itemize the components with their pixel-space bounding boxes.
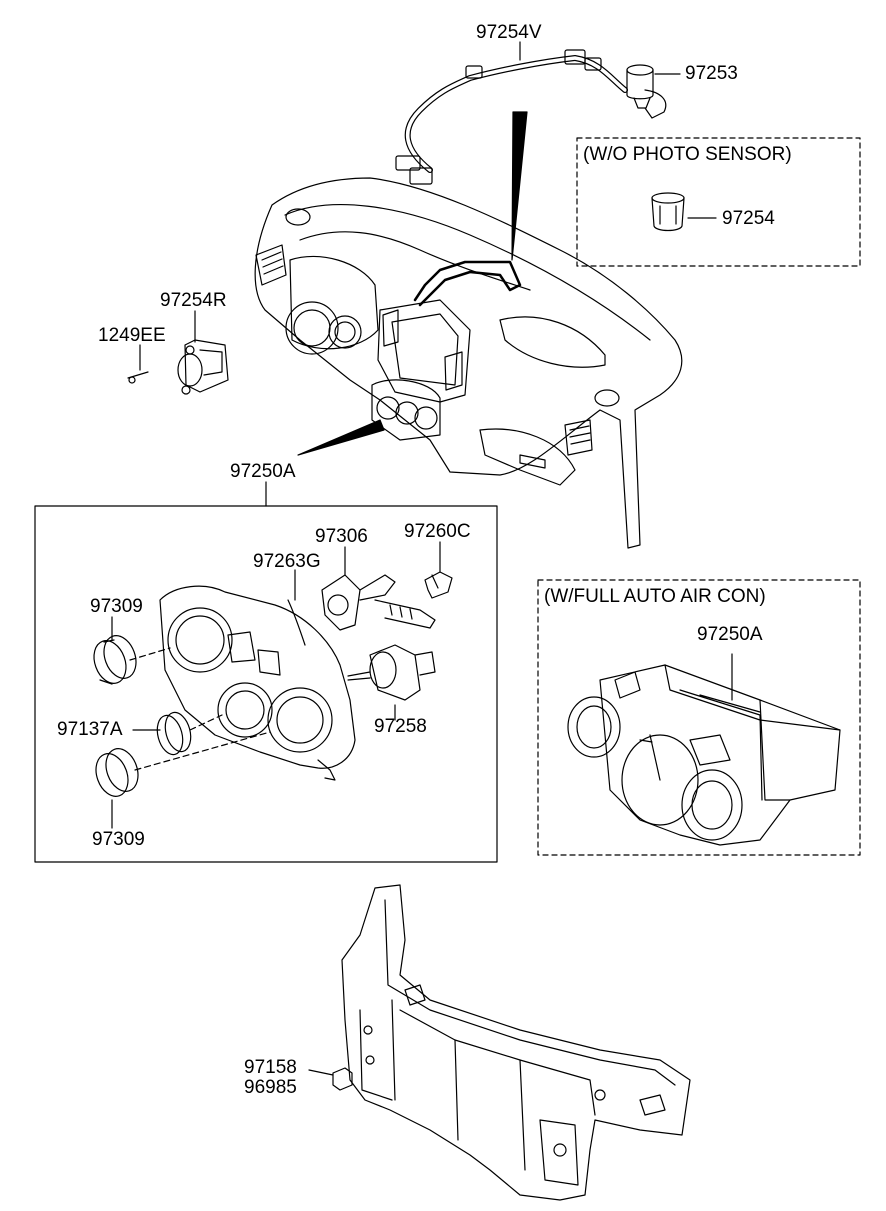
- photo-sensor-97253: [626, 64, 667, 119]
- ring-97137a: [156, 711, 192, 756]
- part-label-97137a: 97137A: [57, 719, 123, 740]
- wiring-harness-97254v: [395, 49, 628, 185]
- dashboard-assembly: [254, 177, 683, 549]
- heater-control-unit-97250a: [159, 585, 356, 781]
- dash-ring: [189, 714, 223, 731]
- part-label-1249ee: 1249EE: [98, 325, 166, 346]
- part-label-97254v: 97254V: [476, 22, 542, 43]
- pointer-wedge-left: [297, 419, 385, 456]
- sensor-97158: [332, 1067, 353, 1091]
- part-label-97306: 97306: [315, 526, 368, 547]
- screw-1249ee: [127, 371, 149, 384]
- auto-aircon-box: [537, 579, 861, 856]
- part-label-97253: 97253: [685, 63, 738, 84]
- clip-97260c: [424, 571, 453, 599]
- wire-97263g: [287, 599, 306, 646]
- box-title-photo-sensor: (W/O PHOTO SENSOR): [583, 144, 792, 165]
- part-label-97263g: 97263G: [253, 551, 321, 572]
- part-label-97260c: 97260C: [404, 521, 471, 542]
- box-title-auto-aircon: (W/FULL AUTO AIR CON): [544, 586, 766, 607]
- part-label-97250a: 97250A: [230, 461, 296, 482]
- pointer-wedge-top: [511, 111, 528, 261]
- actuator-97258: [347, 644, 436, 701]
- auto-control-unit-97250a: [567, 664, 841, 846]
- part-label-97258: 97258: [374, 716, 427, 737]
- leader-lines: [111, 41, 717, 829]
- leader-97158: [308, 1069, 334, 1076]
- part-label-97309-top: 97309: [90, 596, 143, 617]
- part-label-97254r: 97254R: [160, 290, 227, 311]
- part-label-97309-bottom: 97309: [92, 829, 145, 850]
- part-label-96985: 96985: [244, 1077, 297, 1098]
- dash-knob-top: [129, 647, 171, 661]
- dash-knob-bottom: [134, 731, 271, 771]
- part-label-97250a-auto: 97250A: [697, 624, 763, 645]
- photo-sensor-box: [576, 137, 861, 267]
- front-frame-carrier: [341, 884, 691, 1201]
- part-label-97158: 97158: [244, 1057, 297, 1078]
- part-label-97254: 97254: [722, 208, 775, 229]
- cable-97306: [321, 574, 436, 631]
- sensor-plug-97254: [651, 192, 685, 232]
- sensor-97254r: [177, 339, 229, 395]
- knob-97309-bottom: [95, 748, 139, 797]
